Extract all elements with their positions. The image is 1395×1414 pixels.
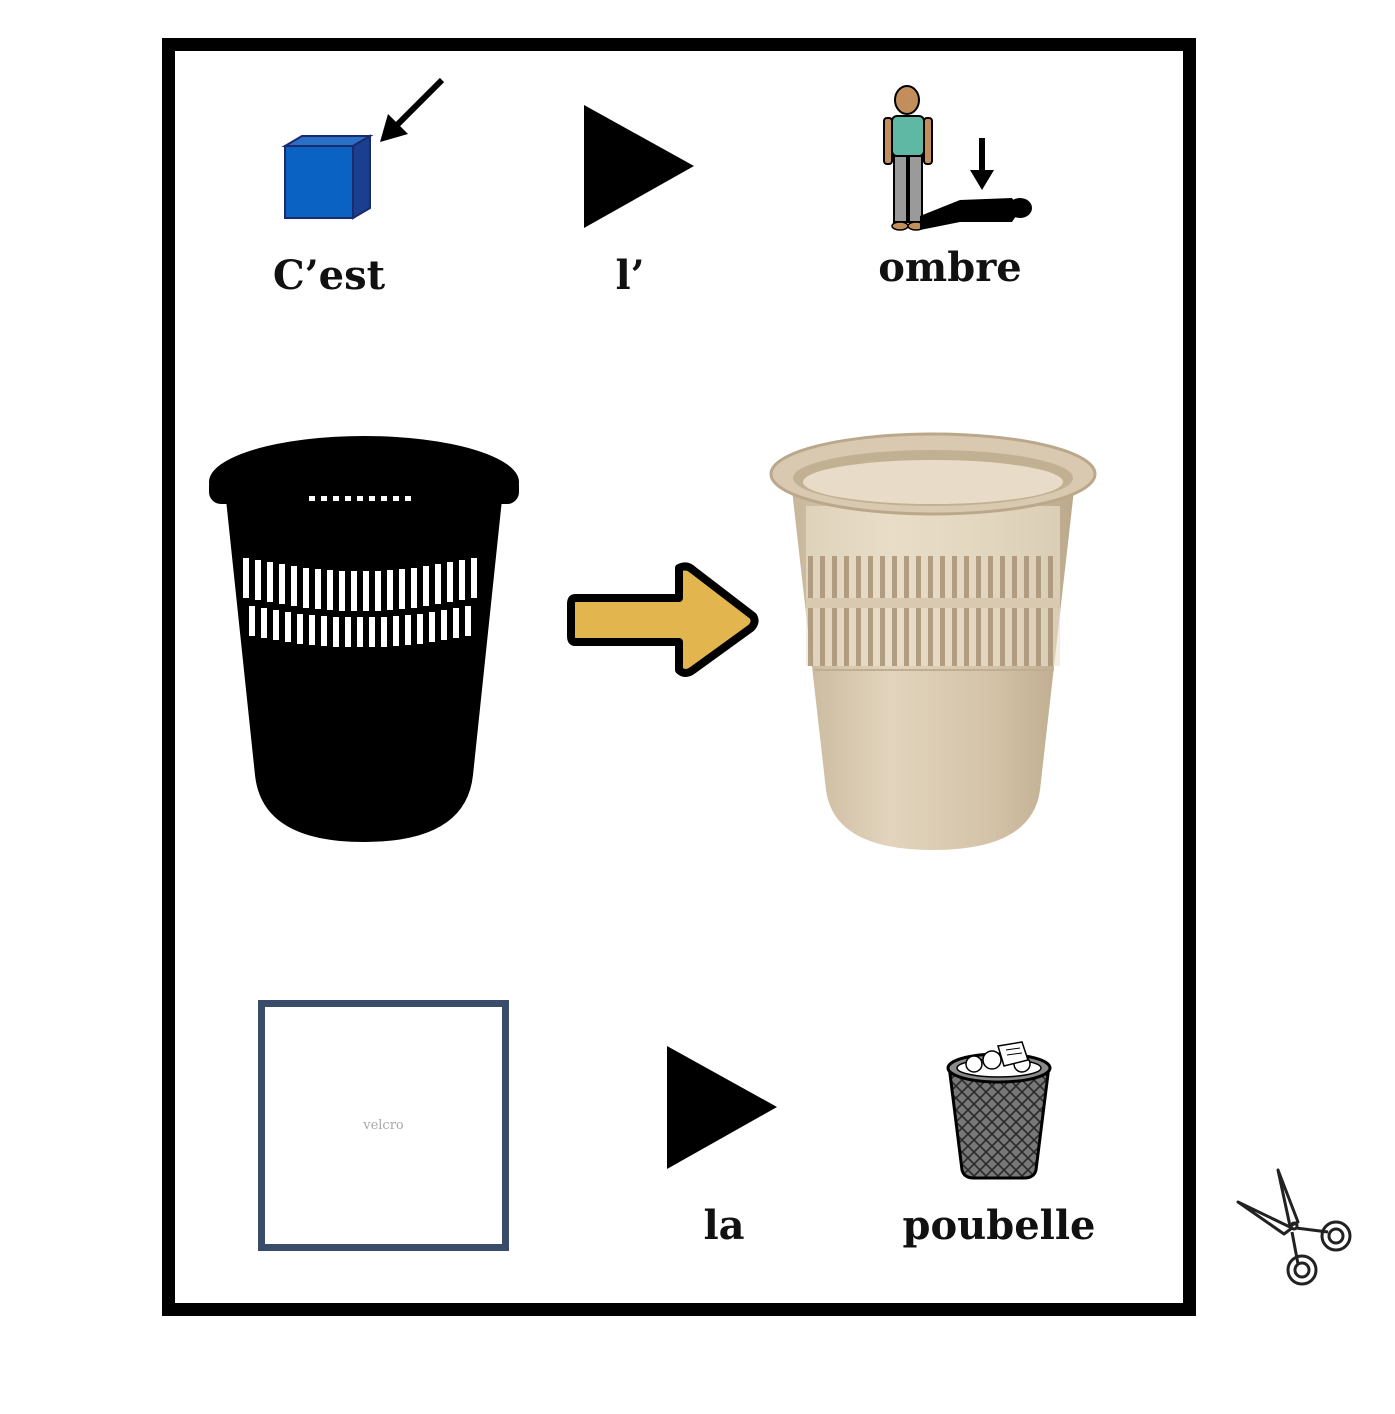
word-l: l’ bbox=[615, 252, 645, 299]
velcro-label: velcro bbox=[363, 1118, 404, 1133]
beige-trash-bin-photo bbox=[769, 432, 1097, 850]
velcro-drop-zone[interactable]: velcro bbox=[258, 1000, 509, 1251]
word-poubelle: poubelle bbox=[902, 1202, 1096, 1249]
word-la: la bbox=[703, 1202, 745, 1249]
word-cest: C’est bbox=[272, 252, 386, 299]
trash-bin-silhouette bbox=[209, 436, 519, 842]
play-triangle-icon bbox=[667, 1046, 777, 1169]
trash-bin-icon bbox=[946, 1041, 1052, 1180]
yellow-right-arrow-icon bbox=[567, 562, 759, 677]
person-shadow-icon bbox=[883, 85, 1032, 231]
scissors-icon bbox=[1236, 1168, 1352, 1286]
blue-cube-with-arrow-icon bbox=[281, 77, 445, 220]
play-triangle-icon bbox=[584, 105, 694, 228]
word-ombre: ombre bbox=[878, 244, 1022, 291]
